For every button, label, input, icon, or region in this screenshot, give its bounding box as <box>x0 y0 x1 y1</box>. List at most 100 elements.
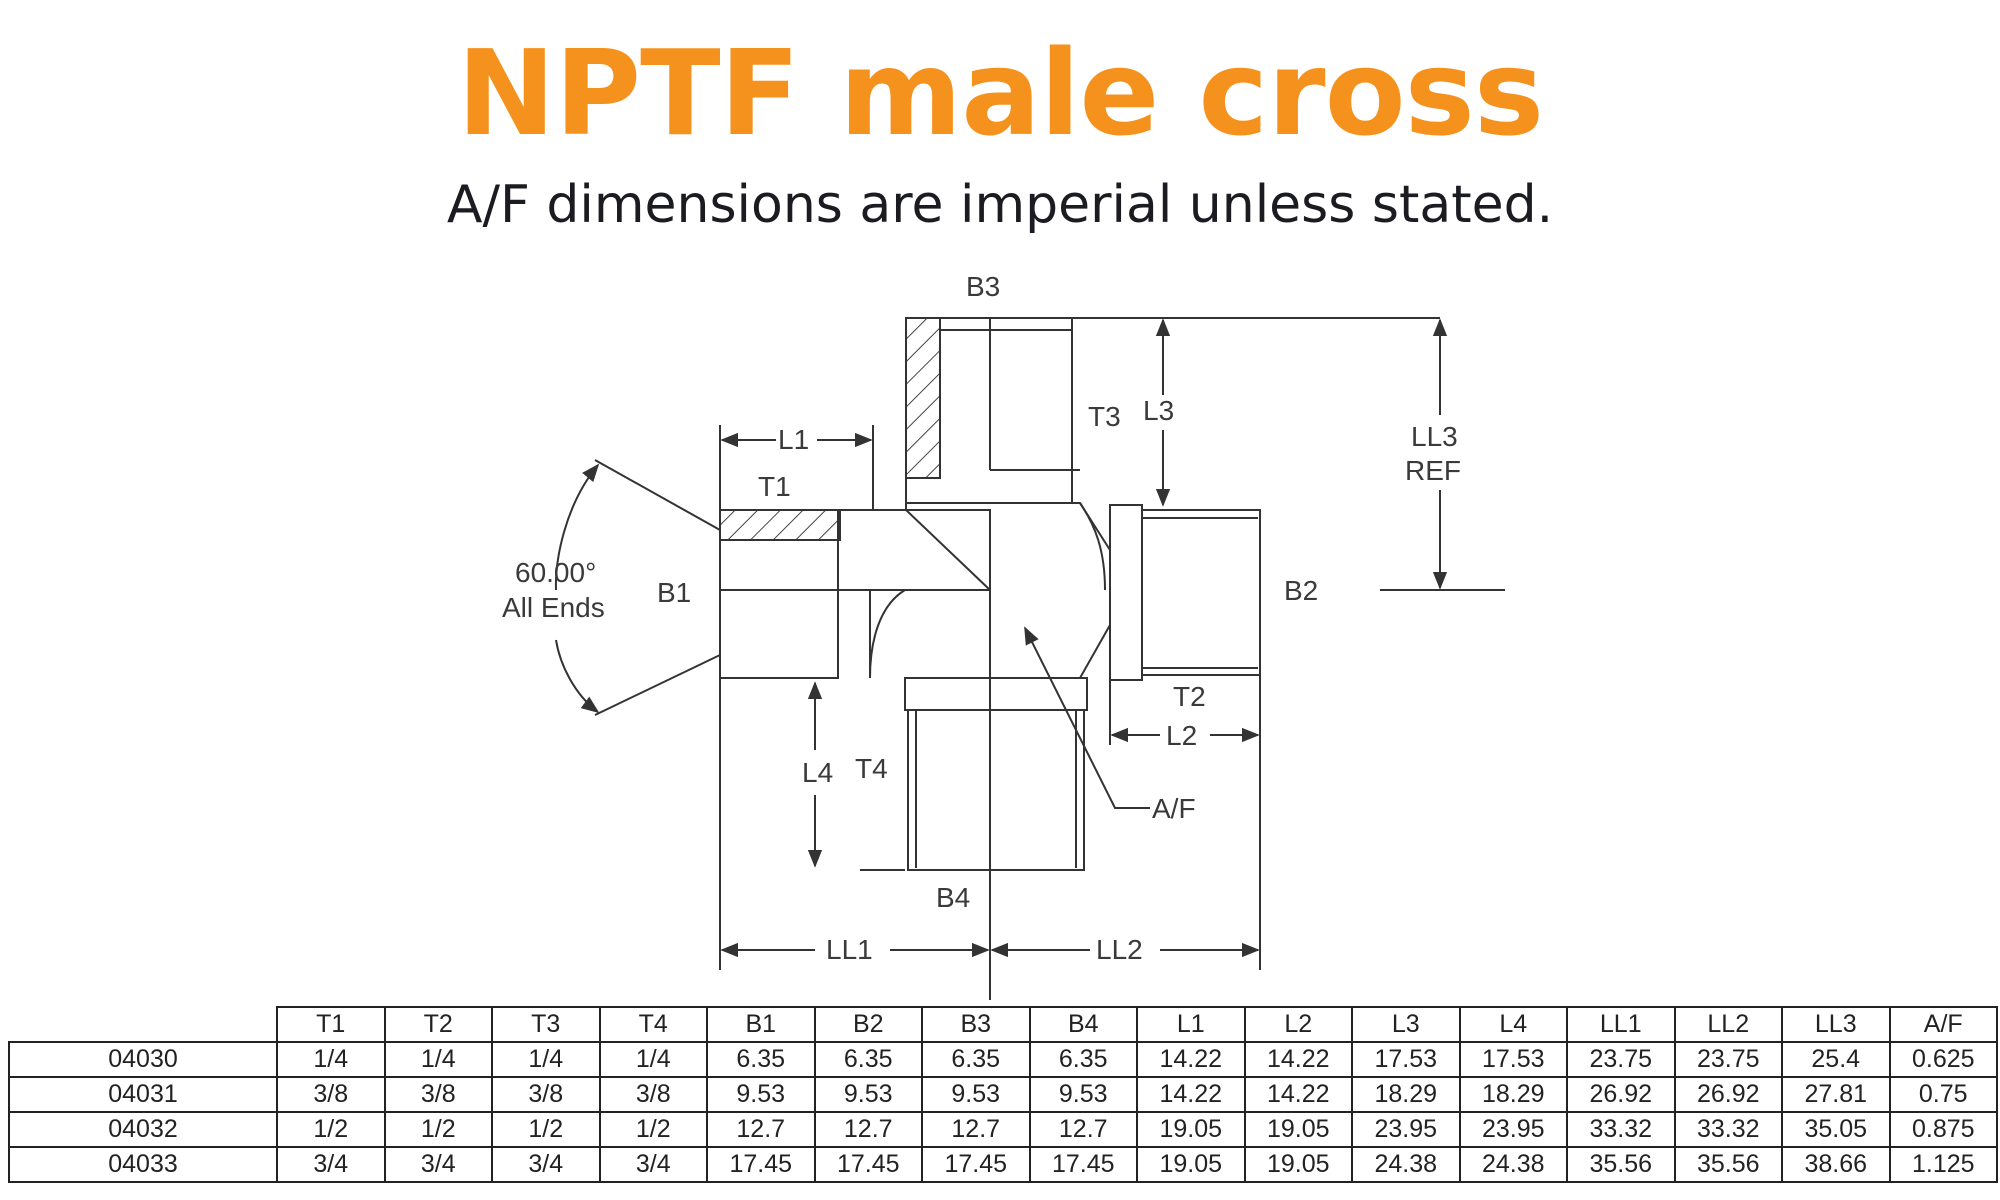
table-cell: 3/8 <box>276 1076 386 1113</box>
table-cell: 18.29 <box>1458 1076 1568 1113</box>
header-b4: B4 <box>1028 1006 1138 1043</box>
table-cell: 38.66 <box>1781 1146 1891 1183</box>
table-cell: 17.53 <box>1351 1041 1461 1078</box>
label-ll1: LL1 <box>826 934 873 965</box>
table-cell: 9.53 <box>813 1076 923 1113</box>
table-cell: 17.45 <box>706 1146 816 1183</box>
table-row: 04032 1/2 1/2 1/2 1/2 12.7 12.7 12.7 12.… <box>8 1111 1998 1148</box>
label-all-ends: All Ends <box>502 592 605 623</box>
table-cell: 17.45 <box>1028 1146 1138 1183</box>
label-b1: B1 <box>657 577 691 608</box>
header-l4: L4 <box>1458 1006 1568 1043</box>
header-t4: T4 <box>598 1006 708 1043</box>
fitting-body <box>594 317 1505 1000</box>
table-cell: 25.4 <box>1781 1041 1891 1078</box>
table-cell: 19.05 <box>1136 1146 1246 1183</box>
header-t3: T3 <box>491 1006 601 1043</box>
part-number: 04030 <box>8 1041 278 1078</box>
table-row: 04033 3/4 3/4 3/4 3/4 17.45 17.45 17.45 … <box>8 1146 1998 1183</box>
header-t1: T1 <box>276 1006 386 1043</box>
header-ll1: LL1 <box>1566 1006 1676 1043</box>
table-cell: 19.05 <box>1243 1111 1353 1148</box>
header-ll3: LL3 <box>1781 1006 1891 1043</box>
table-header-row: T1 T2 T3 T4 B1 B2 B3 B4 L1 L2 L3 L4 LL1 … <box>9 1006 1998 1043</box>
label-l3: L3 <box>1143 395 1174 426</box>
table-cell: 3/8 <box>383 1076 493 1113</box>
table-cell: 26.92 <box>1566 1076 1676 1113</box>
header-ll2: LL2 <box>1673 1006 1783 1043</box>
label-b2: B2 <box>1284 575 1318 606</box>
table-cell: 12.7 <box>706 1111 816 1148</box>
table-cell: 23.95 <box>1351 1111 1461 1148</box>
table-cell: 1/2 <box>383 1111 493 1148</box>
table-cell: 6.35 <box>813 1041 923 1078</box>
table-cell: 0.75 <box>1888 1076 1998 1113</box>
table-cell: 33.32 <box>1566 1111 1676 1148</box>
table-cell: 1/4 <box>598 1041 708 1078</box>
table-cell: 1/2 <box>598 1111 708 1148</box>
table-cell: 1/4 <box>383 1041 493 1078</box>
table-cell: 14.22 <box>1136 1041 1246 1078</box>
label-t2: T2 <box>1173 681 1206 712</box>
table-cell: 0.875 <box>1888 1111 1998 1148</box>
label-t1: T1 <box>758 471 791 502</box>
table-cell: 14.22 <box>1136 1076 1246 1113</box>
dimension-labels: B3 L1 T1 T3 L3 LL3 REF 60.00° All Ends B… <box>502 271 1461 965</box>
table-cell: 26.92 <box>1673 1076 1783 1113</box>
table-cell: 12.7 <box>1028 1111 1138 1148</box>
part-number: 04033 <box>8 1146 278 1183</box>
table-cell: 35.05 <box>1781 1111 1891 1148</box>
table-cell: 17.53 <box>1458 1041 1568 1078</box>
table-cell: 35.56 <box>1566 1146 1676 1183</box>
table-cell: 12.7 <box>813 1111 923 1148</box>
header-b1: B1 <box>706 1006 816 1043</box>
table-cell: 14.22 <box>1243 1041 1353 1078</box>
page-subtitle: A/F dimensions are imperial unless state… <box>446 175 1554 235</box>
table-cell: 24.38 <box>1458 1146 1568 1183</box>
table-cell: 3/8 <box>491 1076 601 1113</box>
header-b3: B3 <box>921 1006 1031 1043</box>
table-row: 04030 1/4 1/4 1/4 1/4 6.35 6.35 6.35 6.3… <box>8 1041 1998 1078</box>
table-cell: 1.125 <box>1888 1146 1998 1183</box>
table-cell: 1/2 <box>276 1111 386 1148</box>
table-cell: 3/4 <box>491 1146 601 1183</box>
part-number: 04031 <box>8 1076 278 1113</box>
header-l2: L2 <box>1243 1006 1353 1043</box>
table-cell: 1/4 <box>491 1041 601 1078</box>
table-cell: 6.35 <box>921 1041 1031 1078</box>
label-ll2: LL2 <box>1096 934 1143 965</box>
label-af: A/F <box>1152 793 1196 824</box>
label-b4: B4 <box>936 882 970 913</box>
table-cell: 3/4 <box>383 1146 493 1183</box>
table-cell: 6.35 <box>1028 1041 1138 1078</box>
header-af: A/F <box>1888 1006 1998 1043</box>
table-cell: 23.95 <box>1458 1111 1568 1148</box>
table-cell: 19.05 <box>1136 1111 1246 1148</box>
header-t2: T2 <box>383 1006 493 1043</box>
top-branch-hatch <box>905 317 941 479</box>
specifications-table: T1 T2 T3 T4 B1 B2 B3 B4 L1 L2 L3 L4 LL1 … <box>8 1006 1998 1183</box>
table-cell: 17.45 <box>813 1146 923 1183</box>
table-cell: 3/4 <box>598 1146 708 1183</box>
label-b3: B3 <box>966 271 1000 302</box>
table-cell: 12.7 <box>921 1111 1031 1148</box>
table-cell: 33.32 <box>1673 1111 1783 1148</box>
table-row: 04031 3/8 3/8 3/8 3/8 9.53 9.53 9.53 9.5… <box>8 1076 1998 1113</box>
left-branch-hatch <box>719 509 841 541</box>
table-cell: 9.53 <box>921 1076 1031 1113</box>
table-cell: 23.75 <box>1566 1041 1676 1078</box>
table-cell: 9.53 <box>1028 1076 1138 1113</box>
part-number: 04032 <box>8 1111 278 1148</box>
table-cell: 19.05 <box>1243 1146 1353 1183</box>
table-cell: 27.81 <box>1781 1076 1891 1113</box>
table-cell: 9.53 <box>706 1076 816 1113</box>
table-cell: 17.45 <box>921 1146 1031 1183</box>
header-blank <box>9 1007 278 1043</box>
label-t4: T4 <box>855 753 888 784</box>
table-cell: 6.35 <box>706 1041 816 1078</box>
table-cell: 24.38 <box>1351 1146 1461 1183</box>
table-cell: 14.22 <box>1243 1076 1353 1113</box>
table-cell: 3/4 <box>276 1146 386 1183</box>
table-cell: 1/2 <box>491 1111 601 1148</box>
